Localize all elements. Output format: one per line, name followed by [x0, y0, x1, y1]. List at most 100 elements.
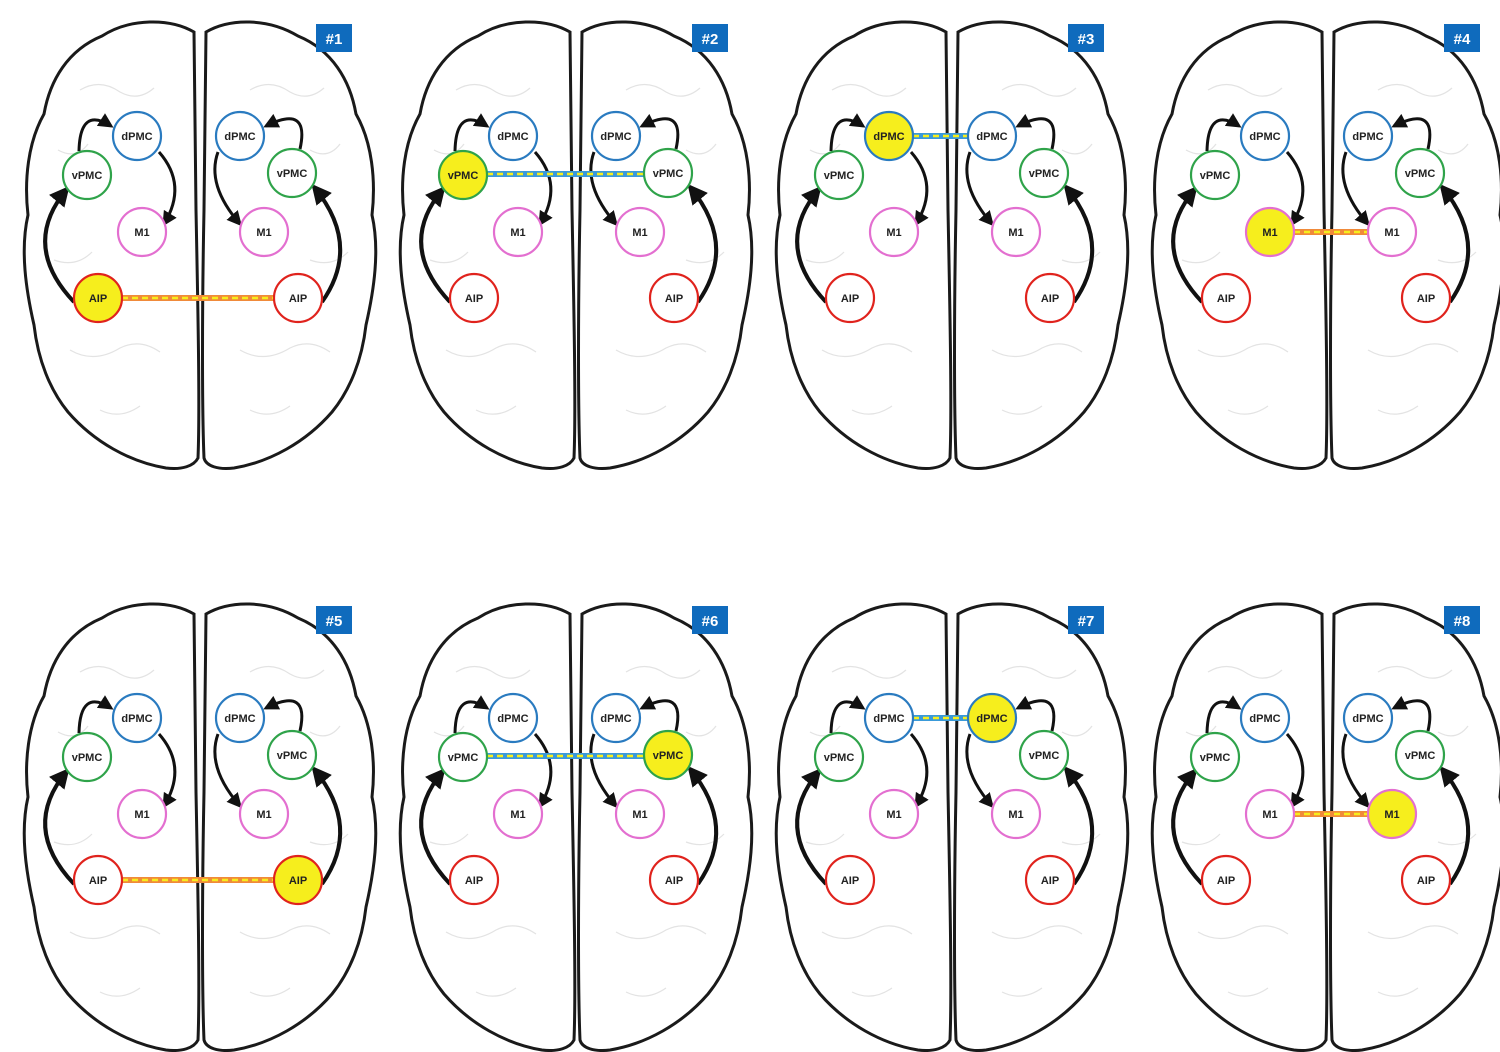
node-circle — [1018, 147, 1070, 199]
connection-arrow — [589, 733, 618, 809]
node-left-aip: AIP — [1200, 272, 1252, 324]
node-label: AIP — [1217, 875, 1235, 887]
gyrus-line — [1181, 833, 1221, 846]
node-circle — [868, 206, 920, 258]
gyrus-line — [1061, 143, 1093, 155]
gyrus-line — [615, 343, 707, 358]
node-label: AIP — [89, 875, 107, 887]
connection-arrow — [589, 151, 618, 227]
node-label: vPMC — [1405, 168, 1436, 180]
node-circle — [1244, 788, 1296, 840]
node-label: M1 — [256, 227, 271, 239]
node-circle — [448, 854, 500, 906]
node-label: vPMC — [448, 170, 479, 182]
node-circle — [61, 149, 113, 201]
connection-arrow — [1391, 695, 1432, 732]
connection-arrow — [1205, 695, 1242, 734]
gyrus-line — [831, 83, 907, 97]
gyrus-line — [1437, 833, 1477, 846]
badge-box — [1068, 24, 1104, 52]
node-circle — [1189, 149, 1241, 201]
gyrus-line — [79, 83, 155, 97]
connection-arrow — [687, 183, 719, 304]
node-label: M1 — [632, 809, 647, 821]
node-label: M1 — [256, 809, 271, 821]
gyrus-line — [53, 833, 93, 846]
gyrus-line — [445, 343, 537, 358]
node-circle — [863, 692, 915, 744]
gyrus-line — [1207, 83, 1283, 97]
gyrus-line — [309, 833, 349, 846]
node-left-vpmc: vPMC — [437, 731, 489, 783]
node-label: dPMC — [976, 131, 1007, 143]
badge-box — [1444, 24, 1480, 52]
node-circle — [590, 692, 642, 744]
node-label: AIP — [465, 875, 483, 887]
gyrus-line — [625, 83, 701, 97]
node-circle — [1400, 854, 1452, 906]
right-hemisphere — [577, 20, 754, 470]
node-right-vpmc: vPMC — [1394, 729, 1446, 781]
badge-label: #8 — [1454, 613, 1471, 630]
node-circle — [1342, 692, 1394, 744]
gyrus-line — [1197, 925, 1289, 940]
node-left-aip: AIP — [72, 854, 124, 906]
node-left-aip: AIP — [72, 272, 124, 324]
node-left-m1: M1 — [868, 206, 920, 258]
node-label: dPMC — [497, 131, 528, 143]
gyrus-line — [475, 405, 517, 415]
node-left-aip: AIP — [824, 272, 876, 324]
node-left-dpmc: dPMC — [111, 110, 163, 162]
node-left-m1: M1 — [1244, 206, 1296, 258]
node-label: dPMC — [976, 713, 1007, 725]
node-circle — [266, 147, 318, 199]
right-hemisphere — [201, 20, 378, 470]
node-left-m1: M1 — [492, 206, 544, 258]
connection-arrow — [533, 151, 553, 227]
gyrus-line — [249, 987, 291, 997]
node-circle — [492, 206, 544, 258]
gyrus-line — [851, 987, 893, 997]
node-left-dpmc: dPMC — [863, 692, 915, 744]
node-label: M1 — [1008, 227, 1023, 239]
gyrus-line — [1061, 251, 1101, 264]
connection-arrow — [687, 765, 719, 886]
left-hemisphere — [22, 20, 201, 470]
node-label: vPMC — [448, 752, 479, 764]
connection-arrow — [1171, 767, 1204, 886]
node-label: vPMC — [824, 752, 855, 764]
badge-label: #2 — [702, 31, 719, 48]
connection-arrow — [1015, 113, 1056, 150]
node-circle — [116, 788, 168, 840]
badge-label: #4 — [1454, 31, 1471, 48]
node-circle — [813, 149, 865, 201]
connection-arrow — [419, 767, 452, 886]
gyrus-line — [1367, 925, 1459, 940]
node-circle — [1342, 110, 1394, 162]
node-left-vpmc: vPMC — [1189, 731, 1241, 783]
badge-label: #5 — [326, 613, 343, 630]
gyrus-line — [1197, 343, 1289, 358]
left-hemisphere — [774, 20, 953, 470]
node-label: vPMC — [1029, 168, 1060, 180]
node-right-vpmc: vPMC — [266, 147, 318, 199]
connection-arrow — [1341, 151, 1370, 227]
gyrus-line — [625, 987, 667, 997]
gyrus-line — [615, 925, 707, 940]
node-label: AIP — [1417, 293, 1435, 305]
node-left-vpmc: vPMC — [1189, 149, 1241, 201]
connection-arrow — [1439, 765, 1471, 886]
node-circle — [642, 729, 694, 781]
gyrus-line — [455, 83, 531, 97]
node-label: vPMC — [277, 168, 308, 180]
node-right-dpmc: dPMC — [590, 692, 642, 744]
gyrus-line — [805, 833, 845, 846]
node-circle — [72, 272, 124, 324]
node-left-vpmc: vPMC — [61, 731, 113, 783]
node-circle — [266, 729, 318, 781]
node-circle — [590, 110, 642, 162]
node-right-dpmc: dPMC — [214, 110, 266, 162]
